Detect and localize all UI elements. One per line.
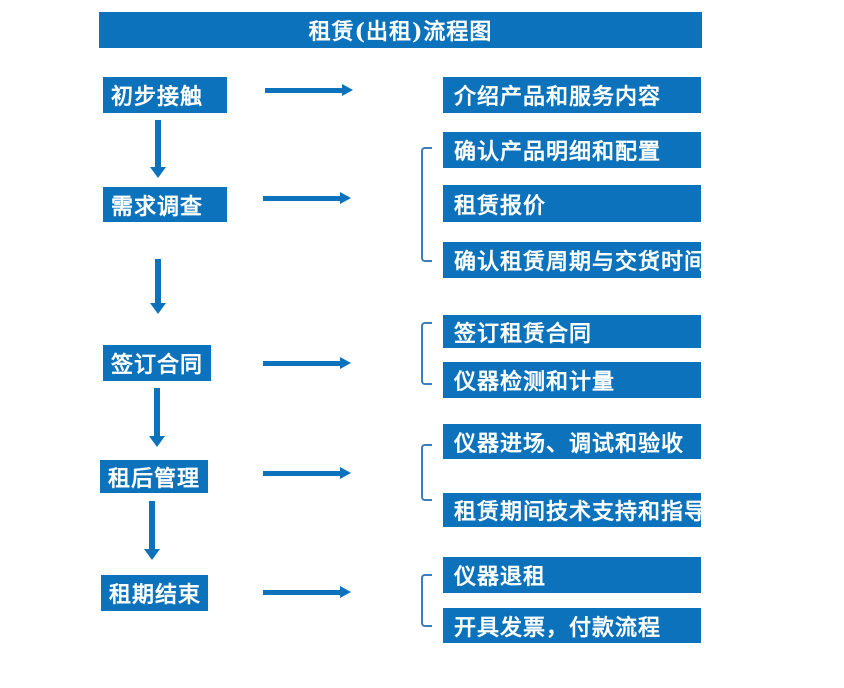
- title-banner: 租赁(出租)流程图: [99, 12, 702, 48]
- detail-box-sign-lease-contract: 签订租赁合同: [443, 315, 701, 348]
- arrow-shaft: [155, 259, 161, 304]
- group-bracket: [421, 147, 432, 262]
- right-arrow-icon: [263, 192, 351, 204]
- group-bracket: [421, 322, 432, 385]
- arrow-shaft: [155, 120, 161, 168]
- arrow-shaft: [265, 88, 343, 93]
- stage-label: 租后管理: [108, 465, 201, 492]
- right-arrow-icon: [263, 586, 351, 598]
- arrow-shaft: [263, 590, 341, 595]
- detail-label: 确认产品明细和配置: [454, 139, 662, 165]
- right-arrow-icon: [263, 467, 351, 479]
- arrow-shaft: [263, 361, 341, 366]
- down-arrow-icon: [144, 501, 160, 560]
- arrow-shaft: [263, 471, 341, 476]
- detail-label: 租赁期间技术支持和指导: [454, 499, 708, 525]
- arrow-head: [150, 167, 166, 178]
- right-arrow-icon: [263, 357, 351, 369]
- detail-box-confirm-period-delivery: 确认租赁周期与交货时间: [443, 242, 706, 278]
- down-arrow-icon: [150, 259, 166, 314]
- arrow-head: [149, 436, 165, 447]
- group-bracket: [421, 444, 432, 501]
- group-bracket: [421, 574, 432, 627]
- arrow-head: [150, 303, 166, 314]
- arrow-head: [340, 467, 351, 479]
- arrow-head: [340, 357, 351, 369]
- arrow-head: [144, 549, 160, 560]
- detail-label: 租赁报价: [454, 192, 547, 219]
- stage-label: 租期结束: [109, 582, 202, 608]
- stage-box-post-rental-management: 租后管理: [100, 460, 208, 493]
- stage-box-initial-contact: 初步接触: [103, 77, 227, 113]
- right-arrow-icon: [265, 84, 353, 96]
- detail-box-tech-support: 租赁期间技术支持和指导: [443, 493, 706, 527]
- detail-box-instrument-inspection: 仪器检测和计量: [443, 362, 701, 398]
- stage-label: 签订合同: [111, 352, 204, 378]
- detail-box-instrument-return: 仪器退租: [443, 557, 701, 593]
- detail-label: 仪器检测和计量: [454, 369, 616, 395]
- arrow-head: [342, 84, 353, 96]
- detail-label: 开具发票，付款流程: [454, 614, 662, 641]
- stage-box-lease-end: 租期结束: [101, 575, 208, 611]
- detail-label: 确认租赁周期与交货时间: [454, 249, 708, 275]
- detail-box-confirm-product-details: 确认产品明细和配置: [443, 132, 701, 168]
- stage-box-demand-survey: 需求调查: [103, 187, 227, 222]
- detail-label: 介绍产品和服务内容: [454, 84, 662, 110]
- detail-box-rental-quote: 租赁报价: [443, 185, 701, 222]
- stage-label: 初步接触: [111, 84, 204, 110]
- down-arrow-icon: [150, 120, 166, 178]
- arrow-shaft: [149, 501, 155, 550]
- stage-label: 需求调查: [111, 193, 204, 220]
- detail-box-invoice-payment: 开具发票，付款流程: [443, 608, 701, 643]
- stage-box-sign-contract: 签订合同: [103, 345, 211, 381]
- page-title: 租赁(出租)流程图: [308, 19, 493, 45]
- arrow-head: [340, 192, 351, 204]
- detail-box-instrument-setup-acceptance: 仪器进场、调试和验收: [443, 424, 701, 459]
- arrow-shaft: [263, 196, 341, 201]
- detail-label: 签订租赁合同: [454, 320, 593, 347]
- detail-label: 仪器进场、调试和验收: [454, 430, 685, 457]
- arrow-head: [340, 586, 351, 598]
- detail-label: 仪器退租: [454, 564, 547, 590]
- arrow-shaft: [154, 388, 160, 437]
- down-arrow-icon: [149, 388, 165, 447]
- detail-box-introduce-products: 介绍产品和服务内容: [443, 77, 701, 113]
